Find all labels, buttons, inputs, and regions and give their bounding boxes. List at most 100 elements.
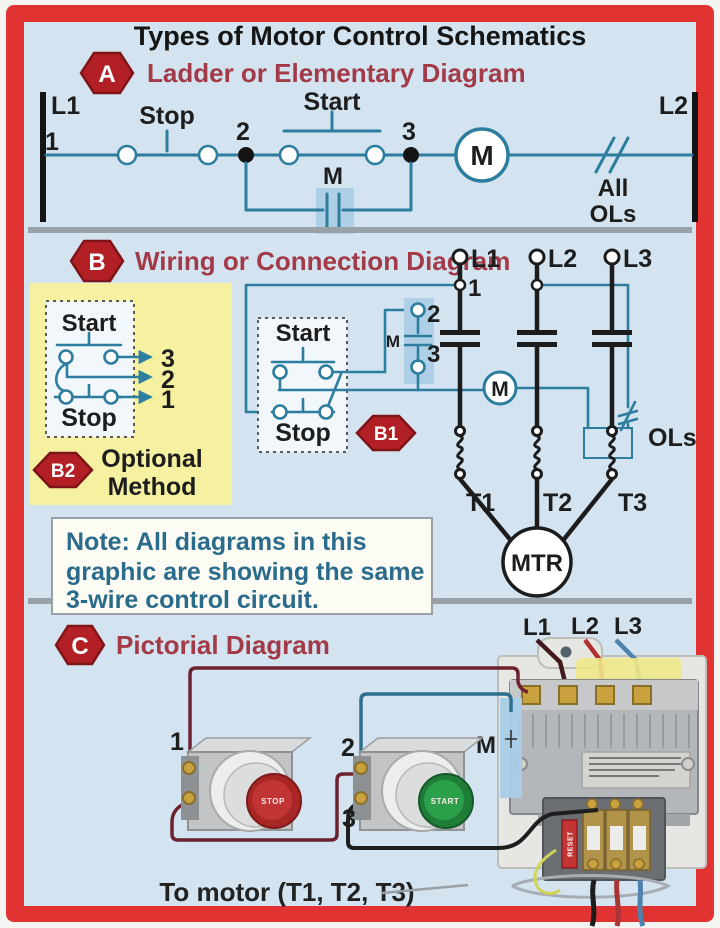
c-terminal2-label: 2 (341, 734, 355, 762)
ladder-motor-coil: M (454, 127, 510, 183)
rail-l1 (40, 92, 46, 222)
b-coil-letter: M (491, 378, 509, 401)
stop-cap-label: STOP (261, 797, 285, 806)
b2-wire1-label: 1 (161, 386, 175, 414)
ladder-overload-label-1: All (598, 175, 629, 202)
optional-caption-1: Optional (101, 445, 202, 473)
start-cap-label: START (431, 797, 460, 806)
reset-label: RESET (568, 831, 575, 857)
ladder-overload-label-2: OLs (590, 201, 637, 228)
b1-aux-bottom-label: 3 (427, 341, 440, 368)
ladder-stop-contact: Stop (116, 102, 219, 166)
b1-aux-letter: M (386, 332, 400, 351)
b1-control-wiring: Start Stop M 2 (244, 283, 697, 459)
ladder-node2-label: 2 (236, 118, 250, 146)
badge-b-letter: B (88, 249, 105, 276)
ladder-start-contact: Start (278, 88, 386, 166)
section-a-ladder-diagram: A Ladder or Elementary Diagram L1 1 L2 S… (40, 51, 698, 234)
wire-stop-jumper (326, 372, 343, 408)
ladder-node3-label: 3 (402, 118, 416, 146)
ladder-node1-label: 1 (45, 128, 59, 156)
b2-wire2-label: 2 (161, 366, 175, 394)
reset-button (561, 819, 578, 869)
to-motor-caption: To motor (T1, T2, T3) (159, 877, 414, 907)
rail-l2 (692, 92, 698, 222)
section-b-heading: Wiring or Connection Diagram (135, 246, 510, 276)
note-line-1: Note: All diagrams in this (66, 528, 367, 556)
b1-dashed-box (257, 317, 348, 453)
b-node1-tap (453, 278, 467, 292)
page-title: Types of Motor Control Schematics (134, 21, 587, 51)
c-l2-label: L2 (571, 613, 599, 640)
b1-aux-top-label: 2 (427, 301, 440, 328)
note-line-2: graphic are showing the same (66, 558, 425, 586)
wire-coil-to-ol (514, 386, 590, 430)
caption-pointer-line (381, 883, 469, 895)
control-wire-1-2-link (170, 772, 354, 842)
badge-b: B (69, 239, 125, 283)
motor-cable-loop (511, 874, 672, 899)
c-coil-letter: M (476, 732, 496, 759)
c-l1-label: L1 (523, 614, 551, 641)
control-wire-1 (188, 666, 529, 762)
overload-heaters (454, 425, 618, 480)
ladder-start-label: Start (304, 88, 362, 116)
stop-terminal-top (182, 761, 196, 775)
badge-b2: B2 (32, 451, 94, 489)
rail-l1-label: L1 (51, 92, 80, 120)
optional-method-panel: Start Stop 3 2 1 B2 Optional Method (30, 283, 232, 505)
b-ols-label: OLs (648, 424, 697, 452)
mounting-hole (560, 646, 572, 658)
start-terminal-bottom (354, 791, 368, 805)
badge-c: C (54, 624, 106, 666)
ground-wire-yellow (533, 848, 561, 895)
ladder-coil-letter: M (470, 140, 493, 171)
b1-stop-label: Stop (275, 419, 331, 447)
ladder-aux-label: M (323, 163, 343, 190)
b2-stop-label: Stop (61, 404, 117, 432)
badge-c-letter: C (71, 633, 88, 660)
section-divider-1 (28, 227, 692, 233)
b1-start-label: Start (276, 320, 331, 347)
badge-b1: B1 (355, 414, 417, 452)
b-t2-label: T2 (543, 489, 572, 517)
badge-b2-letters: B2 (51, 461, 75, 482)
ladder-node3-dot (403, 147, 419, 163)
c-l3-label: L3 (614, 613, 642, 640)
contactor-fins (519, 714, 690, 748)
section-b-wiring-diagram: B Wiring or Connection Diagram Start Sto… (30, 239, 697, 598)
c-terminal1-label: 1 (170, 728, 184, 756)
c-terminal3-label: 3 (342, 805, 356, 833)
control-wire-3 (346, 800, 599, 850)
control-wire-2 (359, 692, 513, 764)
start-pushbutton: START 2 3 (341, 734, 485, 833)
stop-pushbutton: STOP 1 (170, 728, 313, 832)
section-a-heading: Ladder or Elementary Diagram (147, 58, 526, 88)
b-l3-label: L3 (623, 245, 652, 273)
b-motor-circle (501, 526, 573, 598)
b-l2-tap (530, 278, 544, 292)
note-line-3: 3-wire control circuit. (66, 586, 319, 614)
contactor-line-terminals (521, 685, 652, 705)
motor-lead-t2 (614, 879, 621, 927)
contactor-nameplate (581, 751, 691, 789)
wire-start-to-aux (331, 308, 413, 374)
overload-relay-block: RESET (542, 797, 666, 881)
b-motor-label: MTR (511, 550, 563, 577)
section-c-heading: Pictorial Diagram (116, 630, 330, 660)
b2-wire3-label: 3 (161, 345, 175, 373)
ladder-node2-dot (238, 147, 254, 163)
b-power-circuit: L1 L2 L3 1 (440, 245, 652, 598)
body-screw-right (681, 757, 695, 771)
ladder-stop-label: Stop (139, 102, 195, 130)
rail-l2-label: L2 (659, 92, 688, 120)
note-box: Note: All diagrams in this graphic are s… (51, 517, 433, 615)
stop-terminal-bottom (182, 791, 196, 805)
contactor-main-contacts (440, 330, 632, 347)
start-terminal-top (354, 761, 368, 775)
motor-lead-t1 (589, 879, 597, 927)
badge-a-letter: A (98, 61, 115, 88)
section-c-pictorial-diagram: C Pictorial Diagram L1 L2 L3 (54, 613, 707, 927)
